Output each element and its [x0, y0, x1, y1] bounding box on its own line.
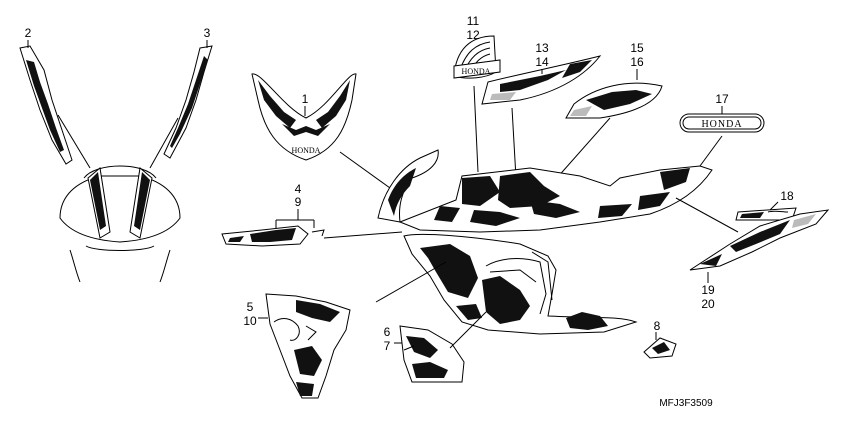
callout-17-label: 17 — [715, 92, 729, 106]
callout-5-label: 5 — [247, 300, 254, 314]
decal-6-under-cowl — [399, 325, 465, 383]
motorcycle-fairing — [377, 149, 713, 335]
callout-11-12: 11 12 — [466, 14, 480, 42]
callout-15-16: 15 16 — [630, 41, 644, 80]
callout-3: 3 — [204, 26, 211, 48]
callout-18: 18 — [769, 189, 794, 211]
decal-18-small-emblem — [735, 207, 797, 221]
callout-2-label: 2 — [25, 26, 32, 40]
callout-5-10: 5 10 — [243, 300, 268, 328]
decal-13-tank-side — [481, 55, 602, 105]
callout-2: 2 — [25, 26, 32, 48]
part-code: MFJ3F3509 — [659, 398, 713, 409]
callout-3-label: 3 — [204, 26, 211, 40]
decal-15-seat-cowl — [565, 82, 663, 119]
callout-17: 17 — [715, 92, 729, 114]
decal-19-rear-cowl — [689, 209, 830, 271]
callout-11-label: 11 — [467, 14, 480, 28]
decal-4-side-small — [221, 219, 325, 247]
callout-6-7: 6 7 — [384, 325, 402, 353]
front-fairing-view — [59, 165, 181, 283]
callout-6-label: 6 — [384, 325, 391, 339]
callout-13-14: 13 14 — [535, 41, 549, 74]
callout-19-label: 19 — [701, 283, 715, 297]
callout-12-label: 12 — [466, 28, 480, 42]
callout-16-label: 16 — [630, 55, 644, 69]
decal-5-lower-cowl — [265, 293, 351, 399]
callout-19-20: 19 20 — [701, 272, 715, 311]
decal-17-wordmark: HONDA — [679, 113, 765, 133]
decal-3 — [163, 45, 213, 159]
callout-13-label: 13 — [535, 41, 549, 55]
nose-logo-text: HONDA — [292, 146, 321, 155]
wing-badge-text: HONDA — [462, 67, 491, 76]
callout-15-label: 15 — [630, 41, 644, 55]
callout-7-label: 7 — [384, 339, 391, 353]
callout-8: 8 — [654, 319, 661, 333]
callout-10-label: 10 — [243, 314, 257, 328]
decal-11-wing-badge: HONDA — [453, 35, 501, 79]
decal-8-small — [643, 337, 677, 359]
callout-8-label: 8 — [654, 319, 661, 333]
callout-20-label: 20 — [701, 297, 715, 311]
callout-1: 1 — [302, 92, 309, 116]
callout-4-label: 4 — [295, 182, 302, 196]
callout-14-label: 14 — [535, 55, 549, 69]
callout-1-label: 1 — [302, 92, 309, 106]
callout-18-label: 18 — [780, 189, 794, 203]
wordmark-text: HONDA — [701, 119, 742, 130]
callout-9-label: 9 — [295, 195, 302, 209]
decal-2 — [19, 45, 73, 165]
decal-1-front-cowl: HONDA — [251, 73, 357, 161]
callout-4-9: 4 9 — [295, 182, 302, 220]
